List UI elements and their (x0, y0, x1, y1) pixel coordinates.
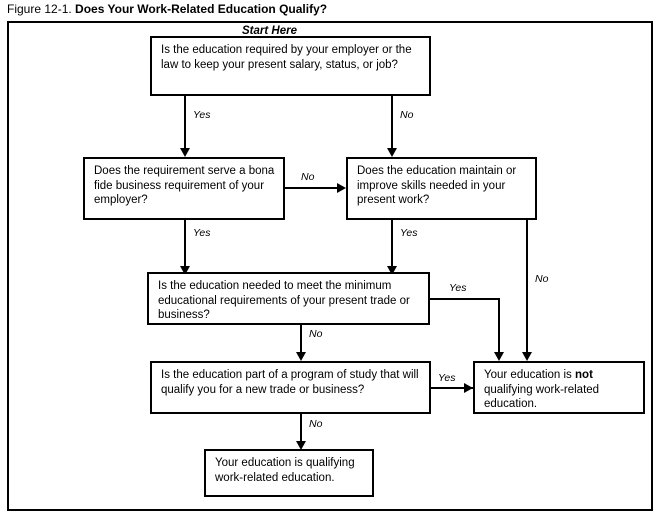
arrowhead-q2left-no (337, 183, 346, 193)
connector-q4-no (300, 414, 302, 447)
decision-box-employer-requirement[interactable]: Is the education required by your employ… (150, 36, 431, 96)
connector-q2left-no (285, 187, 339, 189)
decision-box-new-trade-or-business[interactable]: Is the education part of a program of st… (150, 361, 431, 414)
edge-label-q2left-no: No (301, 171, 315, 183)
connector-q1-yes (184, 96, 186, 150)
edge-label-q2right-yes: Yes (400, 227, 418, 239)
result-not-qualifying-text-pre: Your education is (484, 369, 576, 381)
edge-label-q1-yes: Yes (193, 109, 211, 121)
arrowhead-q2left-yes (180, 266, 190, 275)
result-box-not-qualifying[interactable]: Your education is not qualifying work-re… (473, 361, 645, 414)
connector-q2left-yes (184, 220, 186, 268)
result-not-qualifying-text-post: qualifying work-related education. (484, 383, 600, 411)
arrowhead-q3-yes (494, 352, 504, 361)
edge-label-q3-yes: Yes (449, 282, 467, 294)
page-title: Does Your Work-Related Education Qualify… (75, 2, 328, 16)
figure-caption: Figure 12-1. Does Your Work-Related Educ… (7, 2, 327, 17)
arrowhead-q2right-no (522, 352, 532, 361)
figure-number: Figure 12-1. (7, 2, 72, 16)
decision-box-maintain-improve-skills[interactable]: Does the education maintain or improve s… (346, 157, 537, 220)
decision-box-minimum-educational-requirements[interactable]: Is the education needed to meet the mini… (147, 272, 430, 325)
edge-label-q4-yes: Yes (438, 372, 456, 384)
edge-label-q1-no: No (400, 109, 414, 121)
arrowhead-q3-no (296, 352, 306, 361)
connector-q3-yes-horizontal (430, 298, 500, 300)
edge-label-q2left-yes: Yes (193, 227, 211, 239)
arrowhead-q1-no (387, 148, 397, 157)
edge-label-q3-no: No (309, 328, 323, 340)
connector-q2right-no (526, 220, 528, 358)
arrowhead-q1-yes (180, 148, 190, 157)
connector-q3-no (300, 325, 302, 355)
result-box-qualifying[interactable]: Your education is qualifying work-relate… (204, 449, 374, 497)
start-here-label: Start Here (242, 25, 297, 37)
connector-q4-yes (430, 387, 473, 389)
result-not-qualifying-emphasis: not (575, 369, 593, 381)
arrowhead-q2right-yes (387, 266, 397, 275)
arrowhead-q4-yes (464, 383, 473, 393)
edge-label-q4-no: No (309, 418, 323, 430)
flowchart-frame: Start Here Is the education required by … (7, 21, 653, 511)
edge-label-q2right-no: No (535, 273, 549, 285)
decision-box-bona-fide-requirement[interactable]: Does the requirement serve a bona fide b… (83, 157, 285, 220)
connector-q1-no (391, 96, 393, 150)
connector-q3-yes-vertical (498, 298, 500, 358)
connector-q2right-yes (391, 220, 393, 268)
arrowhead-q4-no (296, 441, 306, 450)
